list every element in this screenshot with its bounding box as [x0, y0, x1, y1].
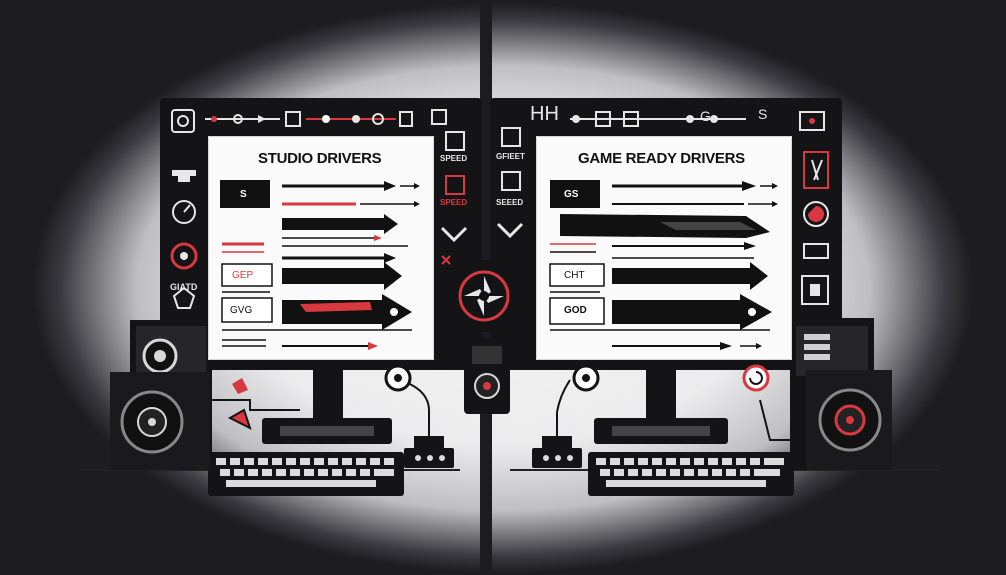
right-side-label-1: GFIEET [496, 152, 525, 161]
right-side-label-2: SEEED [496, 198, 524, 207]
left-row-label-1: S [240, 189, 247, 200]
left-side-label-1: SPEED [440, 154, 468, 163]
left-panel-title: STUDIO DRIVERS [258, 150, 382, 167]
left-speaker [110, 320, 212, 470]
square-icon [171, 109, 195, 133]
left-keyboard [208, 452, 404, 496]
right-top-glyph-3: S [758, 106, 768, 122]
left-row-label-3: GVG [230, 305, 253, 316]
right-row-label-3: GOD [564, 305, 587, 316]
gamepad-icon [172, 170, 196, 182]
right-panel-title: GAME READY DRIVERS [578, 150, 745, 167]
left-router [404, 412, 454, 468]
right-speaker [790, 318, 892, 470]
right-keyboard [588, 452, 794, 496]
left-side-label-2: SPEED [440, 198, 468, 207]
left-bezel-caption: GIATD [170, 282, 198, 292]
right-top-glyph-2: G [700, 108, 711, 124]
right-row-label-2: CHT [564, 270, 585, 281]
red-gauge-icon [170, 242, 198, 270]
left-monitor-stand [313, 370, 343, 418]
right-router [532, 412, 582, 468]
red-knob-icon [742, 364, 770, 392]
gauge-icon [172, 200, 196, 224]
center-gpu [464, 338, 510, 414]
right-top-glyph-1: HH [530, 103, 559, 125]
left-row-label-2: GEP [232, 270, 254, 281]
right-monitor-stand [646, 370, 676, 418]
fan-emblem [448, 260, 520, 332]
right-row-label-1: GS [564, 189, 579, 200]
